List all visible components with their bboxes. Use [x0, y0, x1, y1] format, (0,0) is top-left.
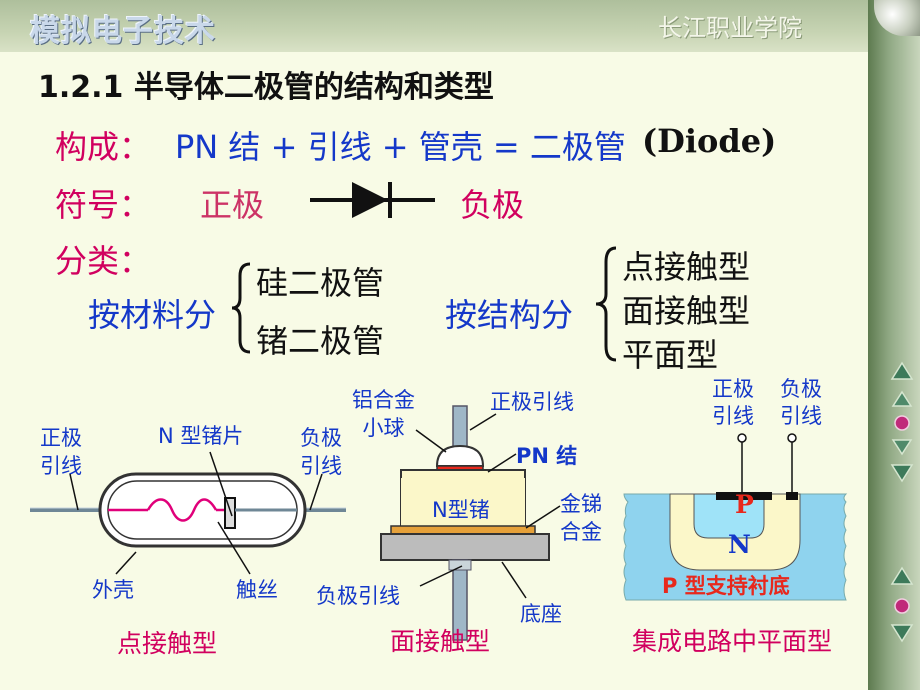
jn-anode-lead-label: 正极引线 [490, 390, 574, 414]
diode-symbol-icon [310, 182, 435, 218]
header-bar [0, 0, 920, 52]
jn-pn-label: PN 结 [516, 444, 578, 468]
brace-material-icon [231, 262, 251, 354]
nav-home-icon-2[interactable] [890, 595, 914, 617]
jn-leader-lines [415, 413, 561, 599]
jn-caption: 面接触型 [390, 627, 491, 656]
jn-base-label: 底座 [520, 602, 562, 626]
nav-prev-icon[interactable] [890, 388, 914, 410]
pl-cathode-lead-label: 负极引线 [780, 377, 822, 428]
classification-label: 分类： [55, 242, 152, 280]
pc-shell-label: 外壳 [92, 578, 134, 602]
by-material-label: 按材料分 [88, 296, 217, 334]
course-title: 模拟电子技术 [30, 14, 216, 49]
junction-diagram [380, 405, 550, 641]
pl-substrate-label: P 型支持衬底 [662, 574, 790, 598]
symbol-label: 符号： [55, 186, 152, 224]
nav-home-icon[interactable] [890, 412, 914, 434]
nav-down-icon-2[interactable] [890, 622, 914, 644]
anode-label: 正极 [200, 186, 265, 224]
nav-up-icon-2[interactable] [890, 565, 914, 587]
nav-up-icon[interactable] [890, 360, 914, 382]
pc-caption: 点接触型 [117, 629, 218, 658]
material-item-germanium: 锗二极管 [256, 322, 385, 360]
jn-n-ge-label: N型锗 [432, 498, 490, 522]
cathode-label: 负极 [460, 186, 525, 224]
nav-next-icon[interactable] [890, 436, 914, 458]
jn-cathode-lead-label: 负极引线 [316, 584, 400, 608]
composition-label: 构成： [55, 128, 152, 166]
composition-formula: PN 结 + 引线 + 管壳 = 二极管 [175, 128, 626, 166]
nav-down-icon[interactable] [890, 462, 914, 484]
structure-item-planar: 平面型 [622, 336, 719, 374]
pc-wire-label: 触丝 [236, 578, 278, 602]
pc-leader-lines [69, 451, 323, 575]
section-title: 1.2.1 半导体二极管的结构和类型 [38, 70, 494, 105]
pl-n-label: N [728, 530, 751, 559]
jn-au-sb-label: 金锑合金 [560, 492, 602, 544]
by-structure-label: 按结构分 [445, 296, 574, 334]
planar-diagram [623, 433, 848, 601]
pl-p-label: P [735, 490, 754, 519]
structure-item-point: 点接触型 [622, 248, 751, 286]
pl-anode-lead-label: 正极引线 [712, 377, 754, 428]
diode-term: (Diode) [642, 122, 777, 160]
school-name: 长江职业学院 [658, 14, 802, 42]
point-contact-diagram [30, 472, 346, 548]
pc-anode-lead-label: 正极引线 [40, 426, 82, 478]
pc-n-ge-label: N 型锗片 [158, 424, 244, 448]
pc-cathode-lead-label: 负极引线 [300, 426, 342, 478]
pl-caption: 集成电路中平面型 [632, 627, 833, 656]
jn-al-ball-label: 铝合金小球 [352, 388, 415, 440]
structure-item-junction: 面接触型 [622, 292, 751, 330]
material-item-silicon: 硅二极管 [256, 264, 385, 302]
brace-structure-icon [595, 246, 617, 362]
right-decor-strip [868, 0, 920, 690]
